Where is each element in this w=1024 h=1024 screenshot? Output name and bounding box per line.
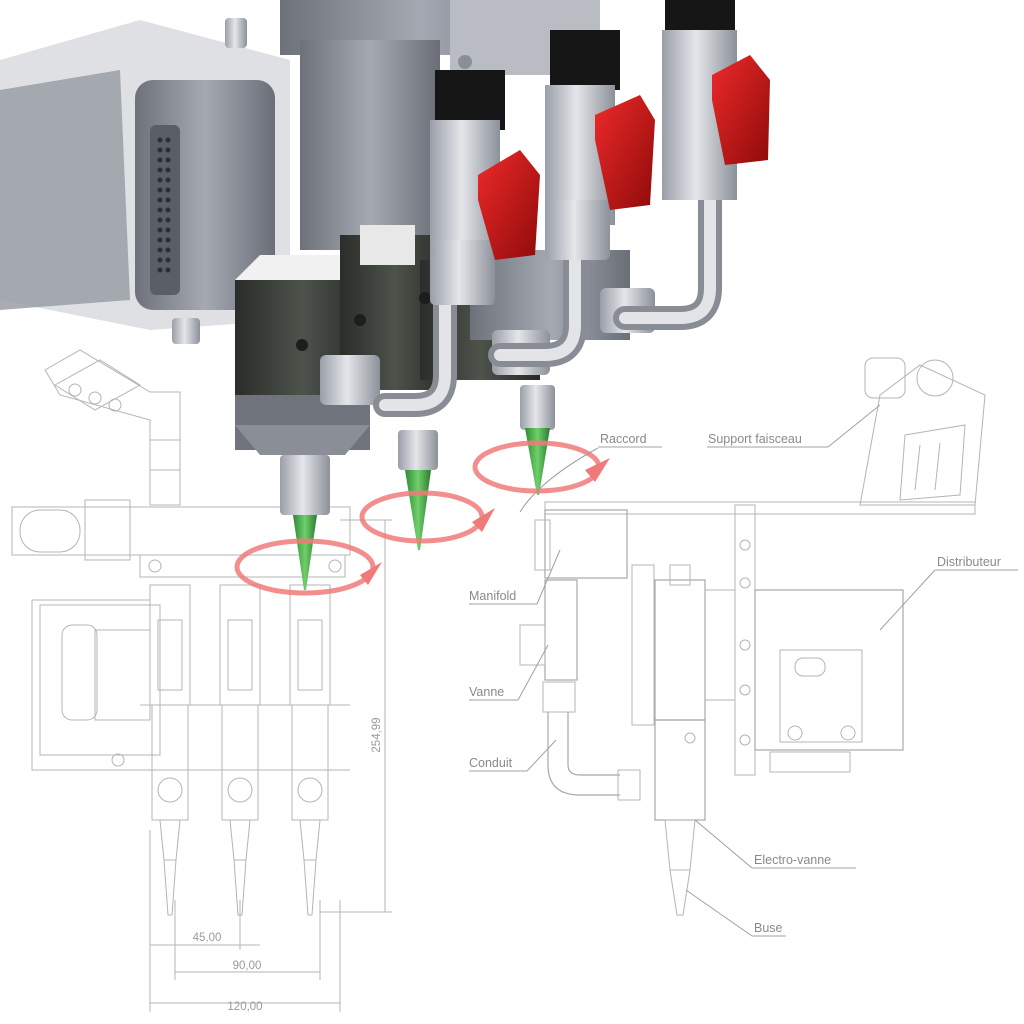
dimension-lines: [149, 519, 392, 1012]
nozzle-icon: [293, 515, 317, 590]
dimension-90: 90,00: [233, 960, 262, 972]
valve-handle-icon: [478, 150, 540, 260]
label-conduit: Conduit: [469, 756, 513, 770]
label-buse: Buse: [754, 921, 783, 935]
front-view-drawing: 254,99 45,00 90,00 120,00: [11, 349, 392, 1013]
label-electro-vanne: Electro-vanne: [754, 853, 831, 867]
valve-handle-icon: [595, 95, 655, 210]
dimension-height: 254,99: [371, 717, 383, 752]
valve-body-1: [430, 70, 505, 305]
valve-body-2: [545, 30, 620, 260]
nozzle-icon: [525, 428, 550, 495]
valve-column-2: [219, 584, 261, 916]
label-raccord: Raccord: [600, 432, 647, 446]
label-manifold: Manifold: [469, 589, 516, 603]
nozzle-icon: [405, 470, 431, 550]
label-vanne: Vanne: [469, 685, 504, 699]
valve-column-3: [289, 584, 331, 916]
label-support-faisceau: Support faisceau: [708, 432, 802, 446]
dimension-45: 45,00: [193, 932, 222, 944]
dimension-120: 120,00: [227, 1001, 262, 1013]
side-view-drawing: [519, 357, 986, 916]
callout-leaders: [469, 404, 1018, 937]
valve-handle-icon: [712, 55, 770, 165]
label-distributeur: Distributeur: [937, 555, 1001, 569]
rotation-arrow-icon: [359, 490, 495, 544]
valve-column-1: [149, 584, 191, 916]
rotation-arrow-icon: [234, 538, 382, 596]
render-3d: [0, 0, 770, 590]
